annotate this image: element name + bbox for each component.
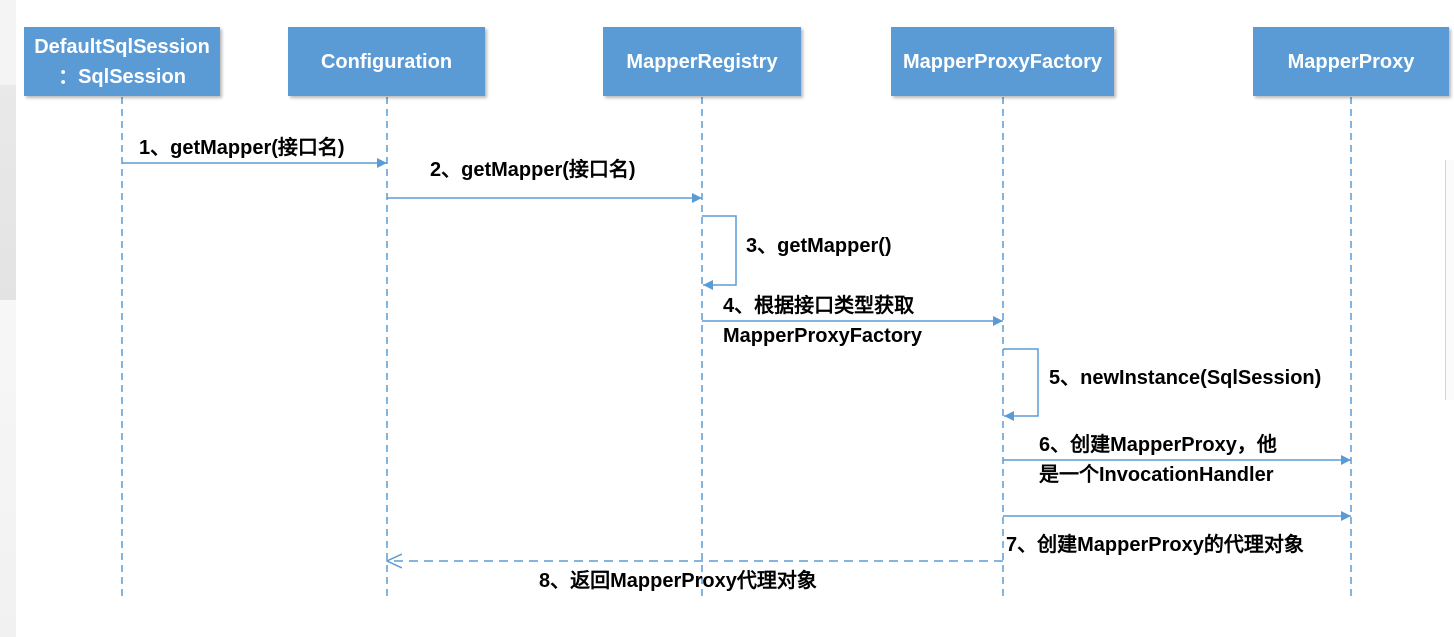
participant-configuration: Configuration	[288, 27, 485, 96]
message-label-line: 2、getMapper(接口名)	[430, 159, 636, 181]
message-label-line: 3、getMapper()	[746, 235, 892, 257]
participant-label: ：SqlSession	[58, 65, 186, 88]
message-label-line: MapperProxyFactory	[723, 325, 922, 347]
message-label-5: 5、newInstance(SqlSession)	[1049, 363, 1321, 393]
message-label-8: 8、返回MapperProxy代理对象	[539, 566, 817, 596]
message-label-line: 1、getMapper(接口名)	[139, 137, 345, 159]
message-arrow-5	[1003, 348, 1039, 421]
participant-label: DefaultSqlSession	[34, 35, 210, 58]
message-label-2: 2、getMapper(接口名)	[430, 155, 636, 185]
message-label-3: 3、getMapper()	[746, 231, 892, 261]
message-label-line: 是一个InvocationHandler	[1039, 464, 1274, 486]
message-label-4: 4、根据接口类型获取 MapperProxyFactory	[723, 291, 922, 351]
message-label-line: 4、根据接口类型获取	[723, 295, 915, 317]
message-label-7: 7、创建MapperProxy的代理对象	[1006, 530, 1304, 560]
participant-label: Configuration	[320, 50, 453, 73]
participant-label: MapperRegistry	[626, 50, 778, 73]
message-label-line: 5、newInstance(SqlSession)	[1049, 367, 1322, 389]
page-edge-left	[0, 0, 16, 637]
page-edge-right	[1445, 160, 1454, 400]
message-label-6: 6、创建MapperProxy，他是一个InvocationHandler	[1039, 430, 1277, 490]
participant-mapperproxy: MapperProxy	[1253, 27, 1449, 96]
message-label-1: 1、getMapper(接口名)	[139, 133, 345, 163]
participant-mapperregistry: MapperRegistry	[603, 27, 801, 96]
participant-sqlsession: DefaultSqlSession ：SqlSession	[24, 27, 220, 96]
message-arrow-3	[702, 215, 737, 290]
message-label-line: 8、返回MapperProxy代理对象	[539, 570, 817, 592]
participant-mapperproxyfactory: MapperProxyFactory	[891, 27, 1114, 96]
participant-label: MapperProxy	[1287, 50, 1415, 73]
participant-label: MapperProxyFactory	[903, 50, 1102, 73]
message-label-line: 6、创建MapperProxy，他	[1039, 434, 1277, 456]
message-label-line: 7、创建MapperProxy的代理对象	[1006, 534, 1304, 556]
